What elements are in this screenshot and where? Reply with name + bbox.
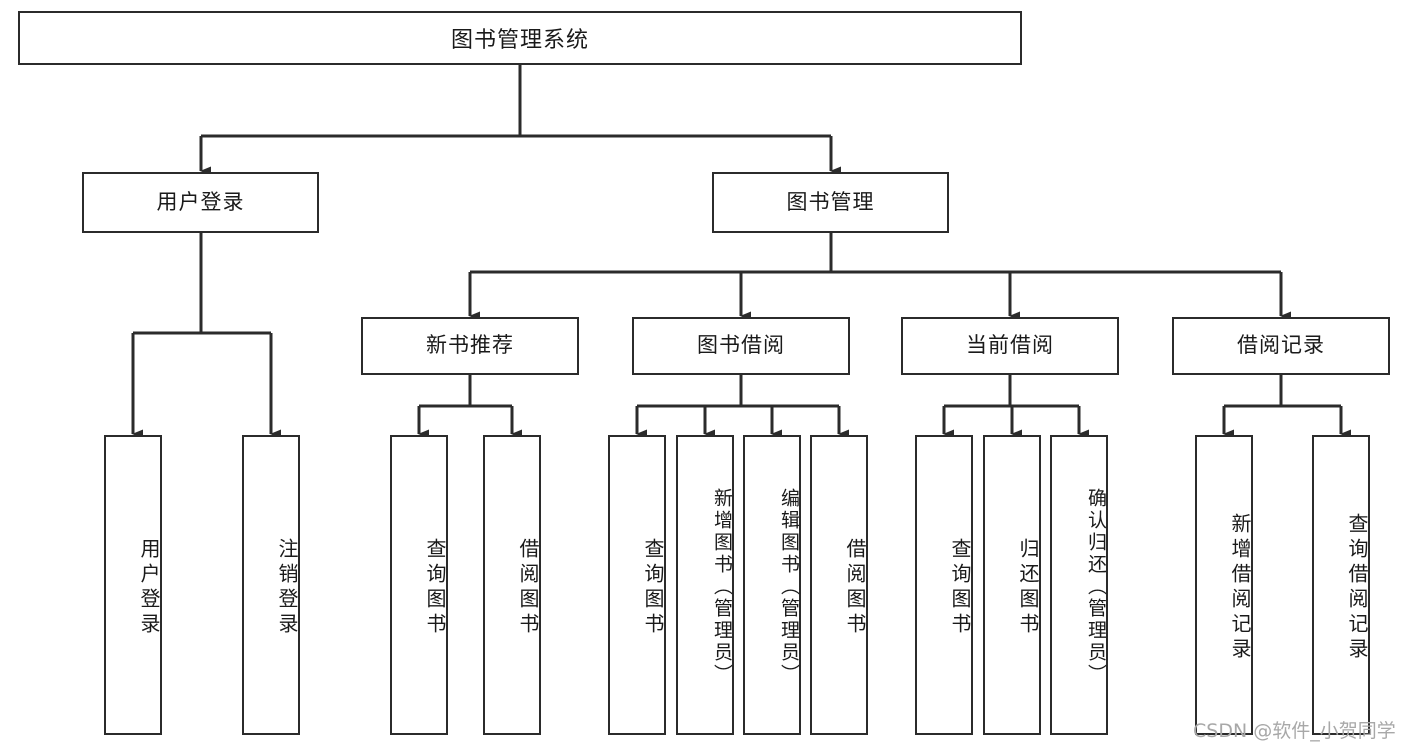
node-leaf-user-logout[interactable]: 注销登录 [242,435,300,735]
node-leaf-query-book-1[interactable]: 查询图书 [390,435,448,735]
node-leaf-edit-book-admin[interactable]: 编辑图书（管理员） [743,435,801,735]
node-user-login[interactable]: 用户登录 [82,172,319,233]
node-leaf-return-book[interactable]: 归还图书 [983,435,1041,735]
node-new-book-recommend[interactable]: 新书推荐 [361,317,579,375]
node-root[interactable]: 图书管理系统 [18,11,1022,65]
node-leaf-add-book-admin[interactable]: 新增图书（管理员） [676,435,734,735]
node-leaf-query-borrow-record[interactable]: 查询借阅记录 [1312,435,1370,735]
node-book-manage[interactable]: 图书管理 [712,172,949,233]
node-leaf-query-book-2[interactable]: 查询图书 [608,435,666,735]
node-current-borrow[interactable]: 当前借阅 [901,317,1119,375]
node-book-borrow[interactable]: 图书借阅 [632,317,850,375]
node-borrow-record[interactable]: 借阅记录 [1172,317,1390,375]
node-leaf-add-borrow-record[interactable]: 新增借阅记录 [1195,435,1253,735]
node-leaf-borrow-book-1[interactable]: 借阅图书 [483,435,541,735]
node-leaf-user-login[interactable]: 用户登录 [104,435,162,735]
node-leaf-confirm-return-admin[interactable]: 确认归还（管理员） [1050,435,1108,735]
csdn-watermark: CSDN @软件_小贺同学 [1193,720,1396,742]
node-leaf-query-book-3[interactable]: 查询图书 [915,435,973,735]
node-leaf-borrow-book-2[interactable]: 借阅图书 [810,435,868,735]
